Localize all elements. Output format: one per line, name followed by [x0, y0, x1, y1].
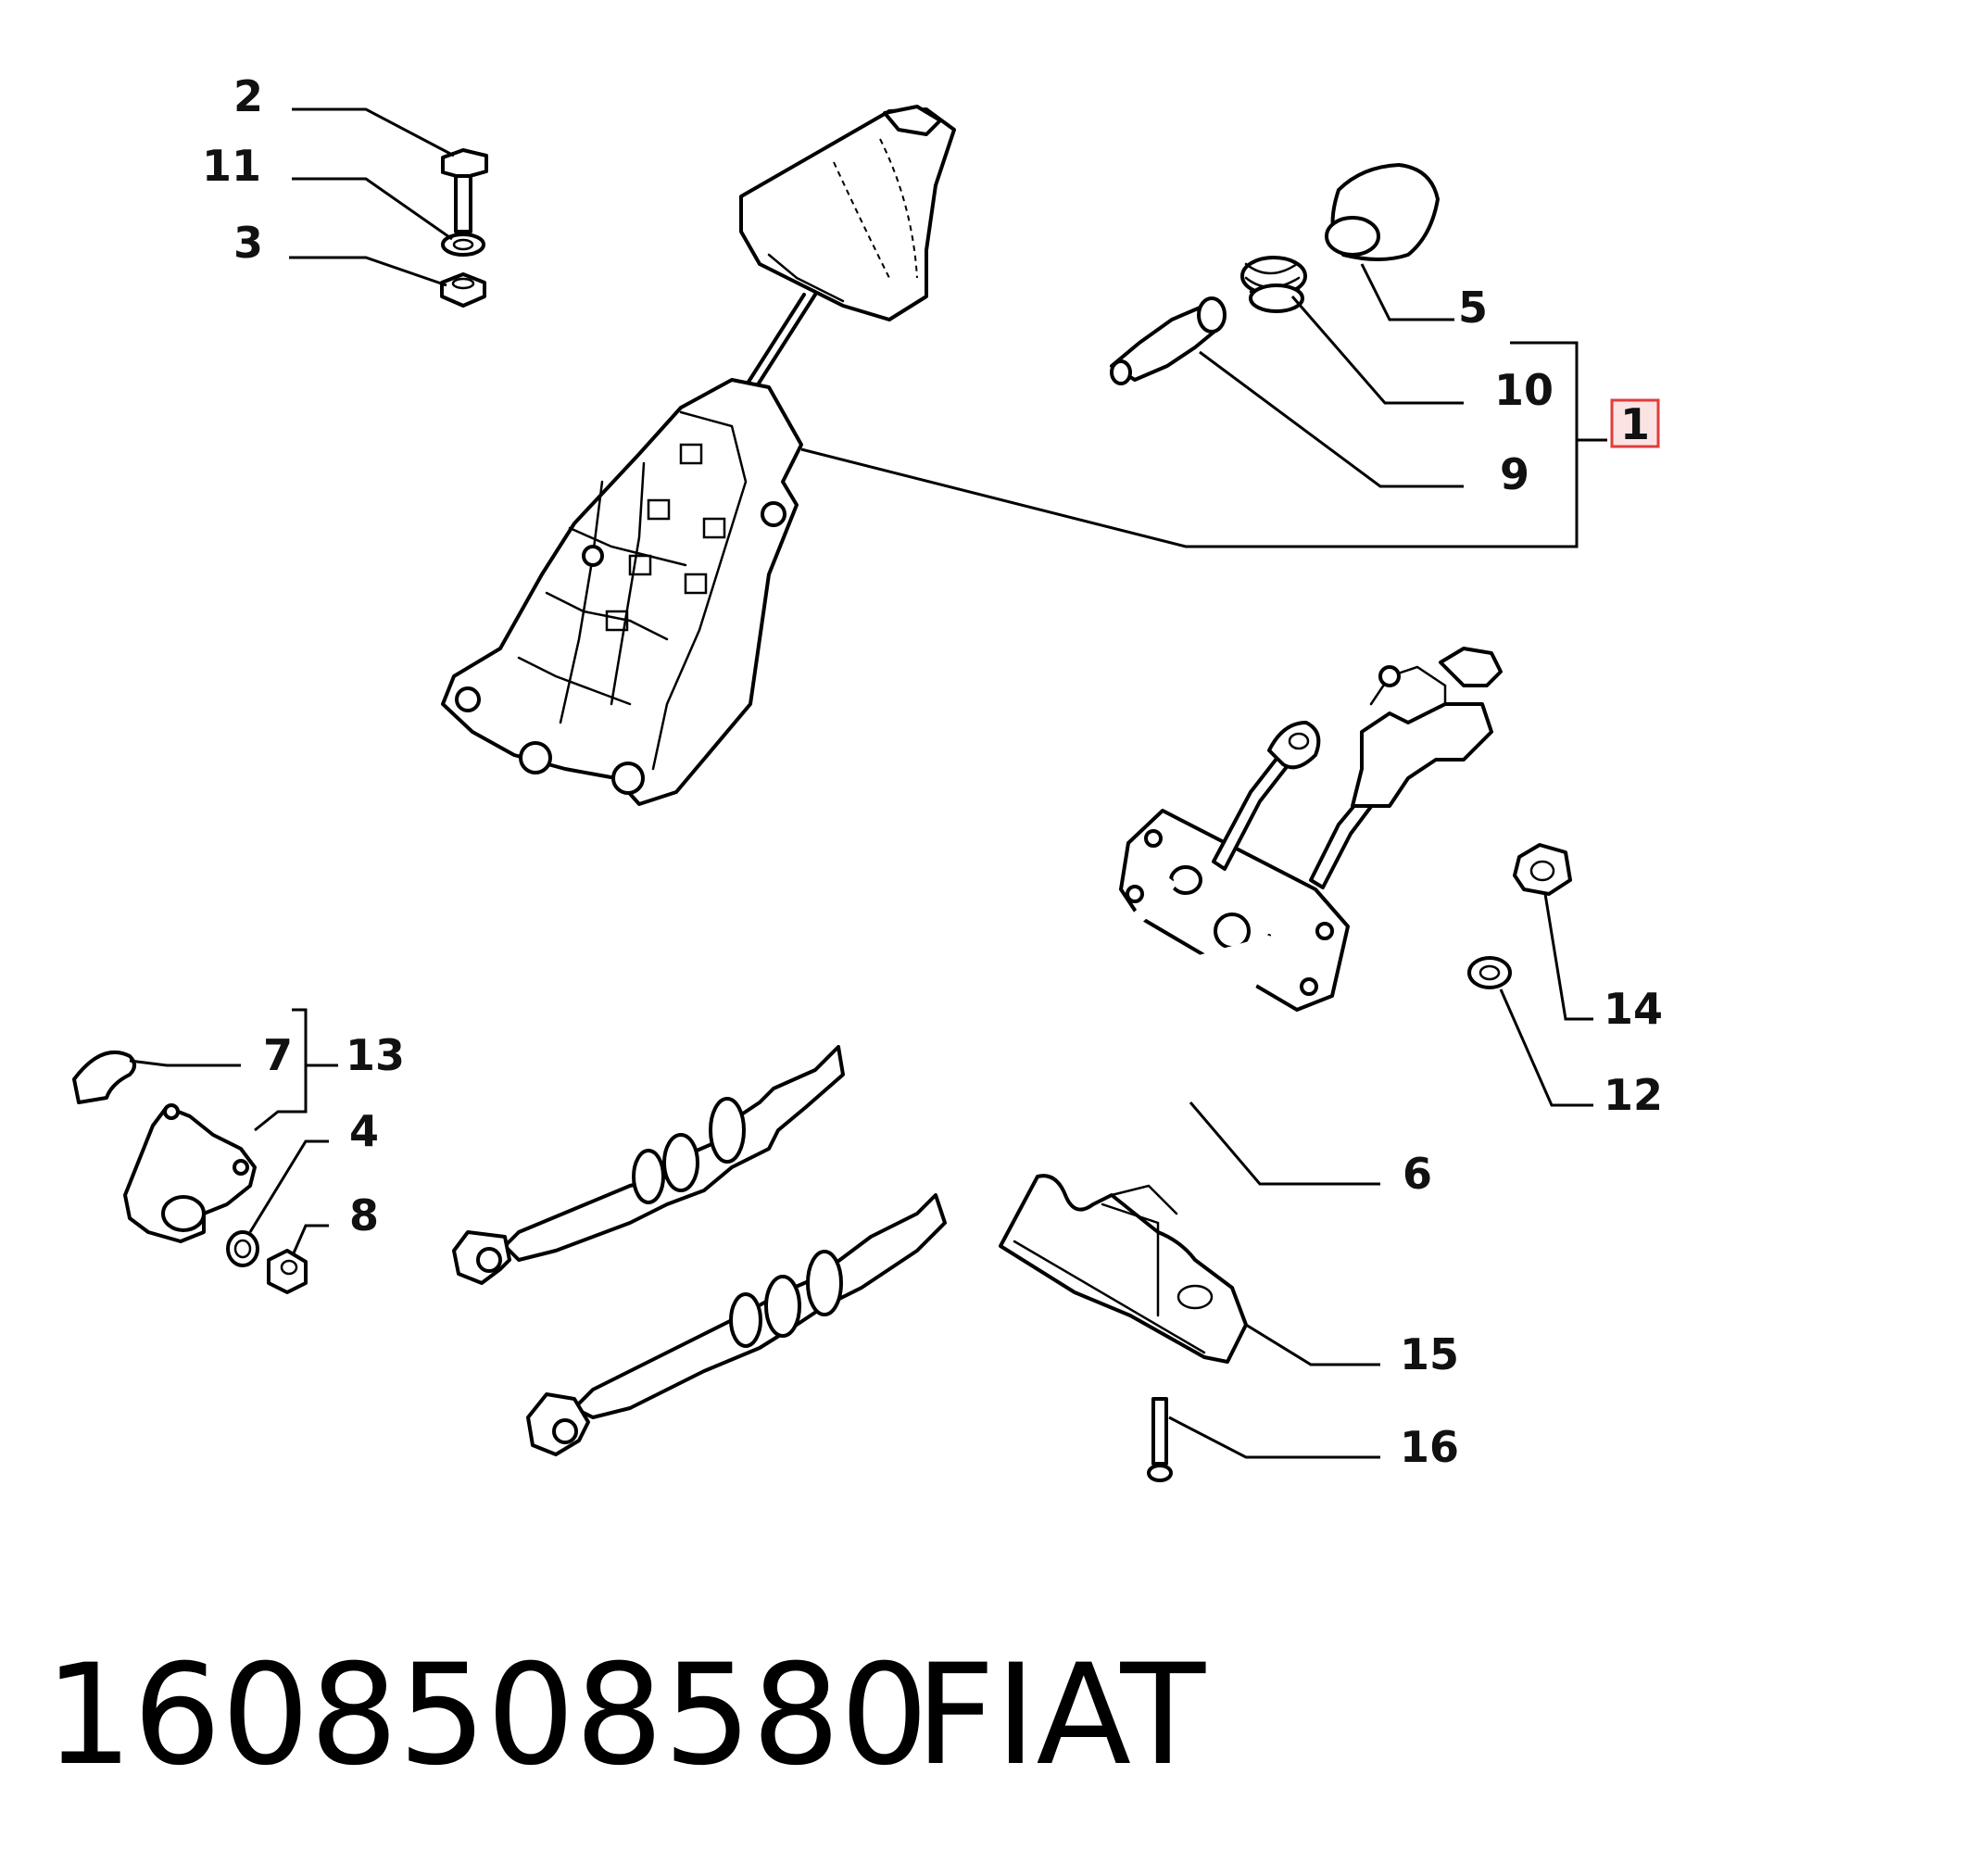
bush [72, 1051, 136, 1104]
knob-cap [1325, 163, 1440, 261]
callout-11: 11 [202, 141, 261, 191]
pin [1110, 296, 1227, 385]
callout-8: 8 [349, 1190, 379, 1240]
cable-bracket [999, 1174, 1248, 1364]
nut-left [267, 1249, 308, 1294]
highlight-box-1 [1610, 398, 1660, 448]
spring [1240, 256, 1307, 313]
callout-3: 3 [233, 218, 263, 268]
washer-left [226, 1230, 259, 1267]
brand-name: FIAT [915, 1635, 1206, 1796]
callout-16: 16 [1400, 1422, 1459, 1472]
screw [1147, 1397, 1173, 1482]
callout-13: 13 [346, 1030, 405, 1080]
lock-nut [1513, 843, 1572, 896]
leader-lines [129, 107, 1607, 1459]
callout-9: 9 [1500, 449, 1529, 499]
gear-shift-housing [441, 378, 803, 806]
callout-12: 12 [1604, 1070, 1663, 1120]
part-number: 1608508580 [44, 1635, 928, 1796]
washer [441, 233, 485, 257]
lever-rod [742, 293, 817, 391]
callout-14: 14 [1604, 984, 1663, 1034]
callout-1: 1 [1620, 399, 1650, 449]
bolt [441, 148, 488, 233]
callout-6: 6 [1403, 1149, 1432, 1199]
callout-5: 5 [1458, 283, 1488, 333]
nut [440, 272, 486, 308]
callout-2: 2 [233, 71, 263, 121]
callout-7: 7 [263, 1030, 293, 1080]
callout-10: 10 [1494, 365, 1554, 415]
gear-lever-boot [739, 105, 956, 321]
washer-small [1467, 956, 1512, 989]
shift-bracket [123, 1103, 257, 1243]
callout-4: 4 [349, 1106, 379, 1156]
callout-15: 15 [1400, 1329, 1459, 1379]
cable-assembly [452, 647, 1503, 1456]
